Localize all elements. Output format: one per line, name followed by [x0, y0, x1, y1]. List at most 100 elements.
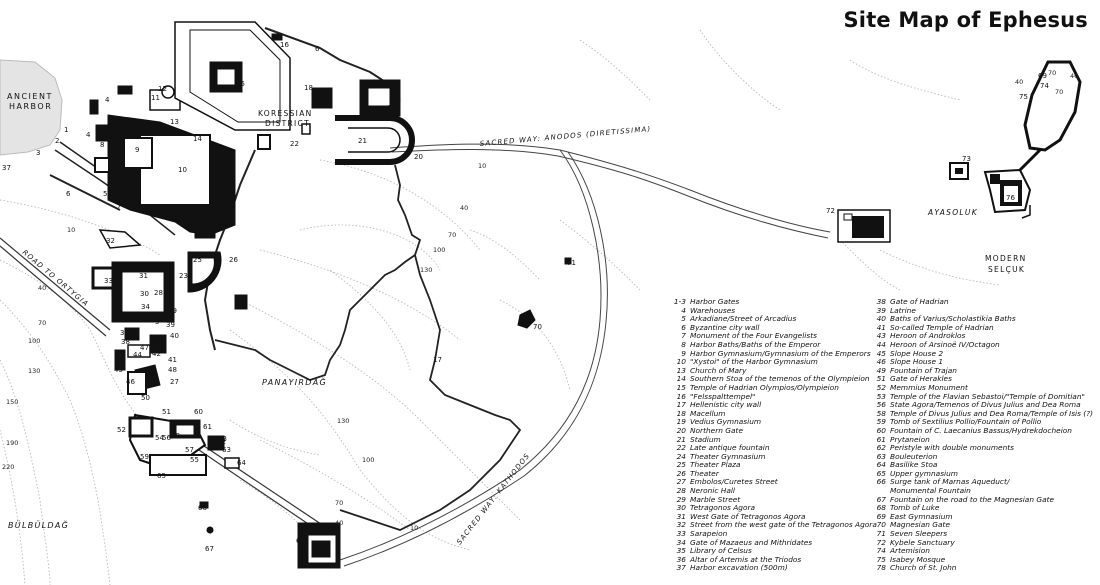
site-number: 5	[155, 318, 159, 326]
legend-text: Surge tank of Marnas Aqueduct/	[890, 477, 1010, 487]
contour-value: 190	[6, 439, 18, 447]
legend-text: State Agora/Temenos of Divus Julius and …	[890, 400, 1081, 410]
legend-number: 10	[676, 357, 686, 367]
site-number: 7	[117, 202, 121, 210]
legend-number: 52	[876, 382, 886, 392]
legend-text: Isabey Mosque	[890, 554, 946, 564]
label-panayirdag: PANAYIRDAĞ	[262, 376, 327, 387]
site-number: 20	[414, 153, 423, 161]
legend-text: Arkadiane/Street of Arcadius	[690, 314, 797, 324]
legend-text: Magnesian Gate	[890, 520, 950, 530]
legend-number: 69	[876, 511, 886, 521]
site-number: 55	[190, 456, 199, 464]
site-number: 70	[533, 323, 542, 331]
site-number: 27	[170, 378, 179, 386]
site-number: 21	[358, 137, 367, 145]
legend-number: 53	[876, 391, 886, 401]
legend-text: Tomb of Sextilius Pollio/Fountain of Pol…	[890, 417, 1042, 427]
legend-text: Warehouses	[690, 305, 736, 315]
legend-text: Prytaneion	[890, 434, 930, 444]
site-number: 63	[222, 446, 231, 454]
legend-number: 26	[676, 468, 686, 478]
site-number: 73	[962, 155, 971, 163]
artemision	[837, 209, 891, 243]
label-ayasoluk: AYASOLUK	[927, 208, 978, 217]
site-number: 16	[280, 41, 289, 49]
site-number: 14	[193, 135, 202, 143]
legend-text: "Xystoi" of the Harbor Gymnasium	[690, 357, 818, 367]
site-number: 56	[162, 434, 171, 442]
site-number: 48	[168, 366, 177, 374]
legend-text: Fountain of C. Laecanius Bassus/Hydrekdo…	[890, 425, 1072, 435]
site-number: 46	[126, 378, 135, 386]
site-number: 5	[103, 190, 107, 198]
legend-number: 58	[876, 408, 886, 418]
legend-number: 24	[676, 451, 686, 461]
legend-text: Fountain of Trajan	[890, 365, 957, 375]
legend-text: Byzantine city wall	[690, 322, 760, 332]
legend-number: 41	[876, 322, 886, 332]
site-number: 54	[155, 434, 164, 442]
legend-text: So-called Temple of Hadrian	[890, 322, 994, 332]
contour-value: 100	[433, 246, 445, 254]
legend-number: 40	[876, 314, 886, 324]
site-number: 47	[140, 344, 149, 352]
contour-value: 130	[28, 367, 40, 375]
site-number: 32	[106, 237, 115, 245]
site-number: 13	[170, 118, 179, 126]
site-number: 4	[86, 131, 91, 139]
legend-text: Memmius Monument	[890, 382, 968, 392]
legend-text: Church of Mary	[690, 365, 747, 375]
site-number: 39	[166, 321, 175, 329]
site-number: 67	[205, 545, 214, 553]
contour-values: 10 10 10 40 40 40 70 70 70 70 100 100 10…	[2, 69, 1078, 532]
contour-value: 10	[478, 162, 486, 170]
legend-text: "Felsspalttempel"	[690, 391, 756, 401]
ancient-harbor-area	[0, 59, 63, 156]
legend-number: 56	[876, 400, 886, 410]
contour-value: 40	[335, 519, 343, 527]
site-number: 64	[237, 459, 246, 467]
ayasoluk-fortress	[949, 60, 1082, 219]
site-number: 12	[158, 85, 167, 93]
site-numbers: 1 2 3 4 4 5 5 6 6 7 8 9 10 11 12 13 14 1…	[2, 41, 1049, 553]
legend-item: 75 Isabey Mosque	[860, 554, 1093, 565]
legend-number: 38	[876, 297, 886, 306]
legend-number: 44	[876, 339, 886, 349]
legend-text: Tomb of Luke	[890, 503, 940, 513]
contour-value: 220	[2, 463, 14, 471]
contour-value: 130	[420, 266, 432, 274]
contour-value: 70	[448, 231, 456, 239]
site-number: 68	[296, 537, 305, 545]
legend-text: Slope House 2	[890, 348, 944, 358]
site-number: 75	[1019, 93, 1028, 101]
legend-text: Harbor Gates	[690, 297, 740, 306]
legend-number: 6	[681, 322, 686, 332]
legend-item: Monumental Fountain	[860, 486, 1093, 496]
legend-number: 9	[681, 348, 686, 358]
legend-text: Artemision	[890, 546, 930, 556]
legend-number: 33	[676, 529, 686, 539]
legend-number: 18	[676, 408, 686, 418]
legend-number: 75	[876, 554, 886, 564]
